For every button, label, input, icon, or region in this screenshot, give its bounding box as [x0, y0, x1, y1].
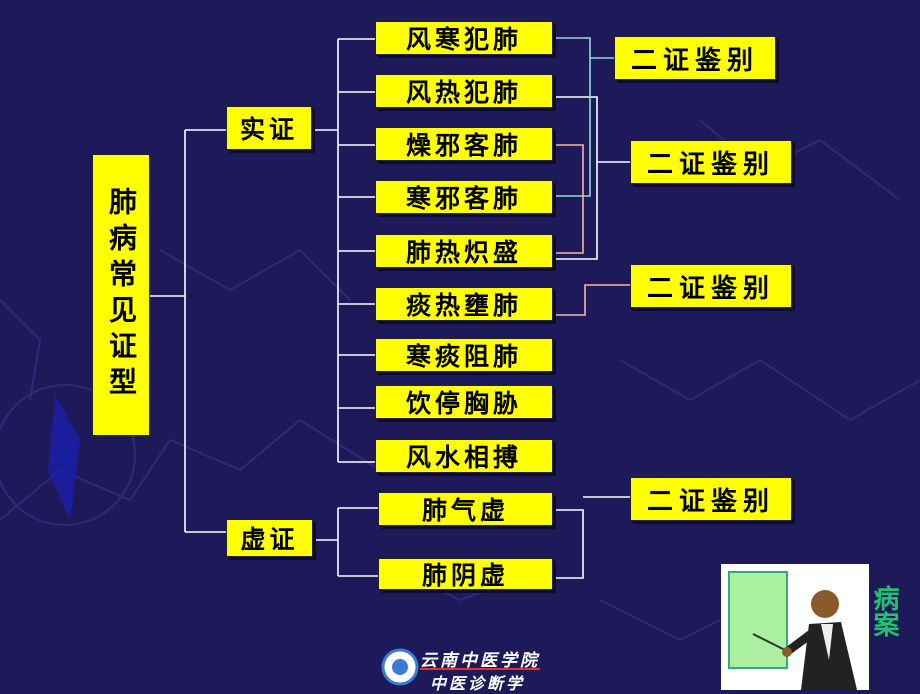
compare-box-2[interactable]: 二证鉴别: [630, 140, 792, 184]
college-logo-icon: [381, 648, 419, 686]
teacher-pointing-icon: [728, 571, 857, 690]
shi-item-hantan-zufei: 寒痰阻肺: [375, 338, 553, 372]
shi-item-fengre-fanfei: 风热犯肺: [375, 74, 553, 108]
root-node: 肺病常见证型: [92, 154, 150, 436]
logo-course-name: 中医诊断学: [430, 674, 526, 693]
compare-box-1[interactable]: 二证鉴别: [614, 36, 776, 80]
logo-college-name: 云南中医学院: [420, 651, 540, 671]
shi-item-fengshui-xiangbo: 风水相搏: [375, 439, 553, 473]
branch-shi-zheng: 实证: [226, 106, 312, 150]
compare-box-3[interactable]: 二证鉴别: [630, 264, 792, 308]
shi-item-zaoxie-kefei: 燥邪客肺: [375, 127, 553, 161]
shi-item-hanxie-kefei: 寒邪客肺: [375, 180, 553, 214]
teacher-clipart[interactable]: [721, 564, 869, 690]
branch-xu-zheng: 虚证: [226, 519, 313, 557]
shi-item-fenghan-fanfei: 风寒犯肺: [375, 21, 553, 55]
shi-item-tanre-yongfei: 痰热壅肺: [375, 287, 553, 321]
xu-item-feiqi-xu: 肺气虚: [378, 492, 553, 526]
case-link[interactable]: 病案: [869, 585, 899, 637]
logo-underline: [420, 668, 540, 670]
shi-item-feire-chisheng: 肺热炽盛: [375, 234, 553, 268]
compare-box-4[interactable]: 二证鉴别: [630, 477, 792, 521]
compass-icon: [0, 384, 136, 526]
xu-item-feiyin-xu: 肺阴虚: [378, 558, 553, 590]
shi-item-yinting-xiongxie: 饮停胸胁: [375, 385, 553, 419]
